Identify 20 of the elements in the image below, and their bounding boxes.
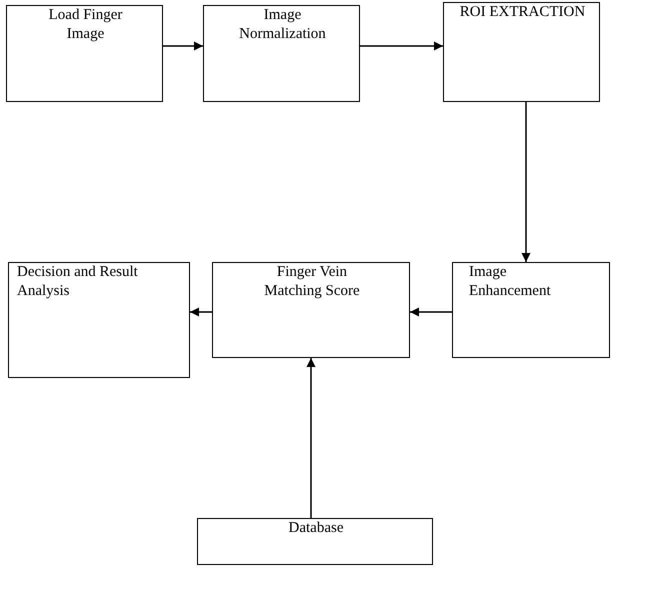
arrow	[360, 42, 443, 50]
process-box	[8, 262, 190, 378]
arrow	[190, 308, 212, 316]
box-label: Load Finger Image	[48, 6, 124, 44]
arrow	[163, 42, 203, 50]
arrow	[522, 102, 530, 262]
process-box	[197, 518, 433, 565]
box-label: Database	[288, 519, 344, 538]
process-box	[443, 2, 600, 102]
box-label: Image Normalization	[238, 6, 327, 44]
arrow	[410, 308, 452, 316]
arrow	[306, 358, 316, 518]
box-label: Finger Vein Matching Score	[263, 263, 361, 301]
box-label: ROI EXTRACTION	[459, 3, 586, 22]
process-box	[203, 5, 360, 102]
box-label: Decision and Result Analysis	[17, 263, 139, 301]
box-label: Image Enhancement	[469, 263, 552, 301]
process-box	[212, 262, 410, 358]
process-box	[6, 5, 163, 102]
process-box	[452, 262, 610, 358]
